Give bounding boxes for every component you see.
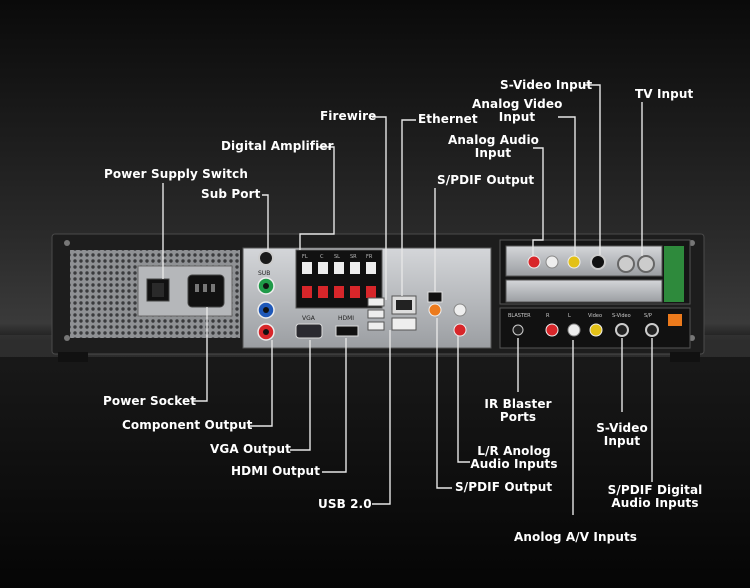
label-usb: USB 2.0: [318, 497, 372, 511]
label-ir-blaster-ports: IR Blaster Ports: [478, 398, 558, 424]
spdif-coax-jack: [428, 303, 442, 317]
label-spdif-digital-audio-inputs-line2: Audio Inputs: [611, 496, 699, 510]
label-lr-analog-audio-inputs: L/R Anolog Audio Inputs: [464, 445, 564, 471]
r-label: R: [546, 313, 550, 319]
blaster-label: BLASTER: [508, 313, 531, 319]
leader-vga: [290, 340, 311, 451]
label-analog-av-inputs: Anolog A/V Inputs: [514, 530, 638, 544]
leader-usb: [372, 330, 391, 505]
leader-spdif-bottom: [436, 318, 452, 489]
amp-ch-fr: FR: [366, 254, 373, 260]
amp-ch-c: C: [320, 254, 324, 260]
label-analog-video-input: Analog Video Input: [472, 98, 562, 124]
amplifier-channel-labels: FL C SL SR FR: [302, 254, 373, 260]
label-svideo-input-bottom: S-Video Input: [584, 422, 660, 448]
leader-ethernet: [401, 119, 416, 296]
label-spdif-output-top: S/PDIF Output: [437, 173, 535, 187]
sub-port-jack: [258, 250, 274, 266]
label-ir-blaster-ports-line2: Ports: [499, 410, 537, 424]
label-spdif-digital-audio-inputs-line1: S/PDIF Digital: [607, 483, 703, 497]
label-analog-audio-input: Analog Audio Input: [448, 133, 540, 160]
front-input-labels: BLASTER R L Video S-Video S/P: [508, 313, 652, 319]
label-svideo-input-top: S-Video Input: [500, 78, 593, 92]
label-lr-analog-audio-inputs-line1: L/R Anolog: [477, 444, 551, 458]
video-label: Video: [588, 313, 602, 319]
label-lr-analog-audio-inputs-line2: Audio Inputs: [470, 457, 558, 471]
spdif-output-port: [427, 291, 443, 303]
tuner-card-jacks: [527, 254, 655, 273]
label-analog-audio-input-line2: Input: [474, 146, 512, 160]
label-tv-input: TV Input: [635, 87, 694, 101]
label-spdif-output-bottom: S/PDIF Output: [455, 480, 553, 494]
label-svideo-input-bottom-line2: Input: [603, 434, 641, 448]
power-module: [137, 265, 233, 317]
leader-component: [250, 340, 273, 427]
sub-label: SUB: [258, 270, 270, 277]
audio-r-jack: [453, 323, 467, 337]
amp-ch-sr: SR: [350, 254, 357, 260]
leader-sub-port: [262, 194, 269, 250]
label-analog-audio-input-line1: Analog Audio: [448, 133, 540, 147]
usb-ethernet-ports: [367, 295, 417, 331]
label-hdmi-output: HDMI Output: [231, 464, 321, 478]
front-input-jacks: [512, 314, 682, 337]
leader-power-socket: [192, 307, 208, 402]
leader-lr-audio: [457, 336, 470, 463]
audio-l-jack: [453, 303, 467, 317]
label-svideo-input-bottom-line1: S-Video: [596, 421, 648, 435]
label-spdif-digital-audio-inputs: S/PDIF Digital Audio Inputs: [602, 484, 708, 510]
label-ethernet: Ethernet: [418, 112, 478, 126]
blank-card: [505, 279, 663, 303]
vga-label: VGA: [302, 315, 316, 322]
label-component-output: Component Output: [122, 418, 253, 432]
l-label: L: [568, 313, 571, 319]
card-bracket: [664, 246, 684, 302]
hdmi-label: HDMI: [338, 315, 354, 322]
leader-hdmi: [322, 338, 347, 473]
leader-lines: [162, 84, 653, 515]
component-output-jacks: [257, 277, 275, 341]
hdmi-port: [335, 325, 359, 337]
leader-svideo-top: [583, 84, 601, 255]
amp-ch-fl: FL: [302, 254, 308, 260]
label-sub-port: Sub Port: [201, 187, 261, 201]
label-vga-output: VGA Output: [210, 442, 291, 456]
label-power-supply-switch: Power Supply Switch: [104, 167, 248, 181]
label-digital-amplifier: Digital Amplifier: [221, 139, 334, 153]
svideo-label: S-Video: [612, 313, 631, 319]
label-analog-video-input-line1: Analog Video: [472, 97, 563, 111]
leader-analog-video: [558, 116, 576, 256]
label-firewire: Firewire: [320, 109, 377, 123]
label-analog-video-input-line2: Input: [498, 110, 536, 124]
label-power-socket: Power Socket: [103, 394, 197, 408]
spdif-label: S/P: [644, 313, 652, 319]
leader-firewire: [372, 116, 387, 300]
amp-ch-sl: SL: [334, 254, 340, 260]
label-ir-blaster-ports-line1: IR Blaster: [484, 397, 552, 411]
vga-port: [295, 323, 323, 339]
